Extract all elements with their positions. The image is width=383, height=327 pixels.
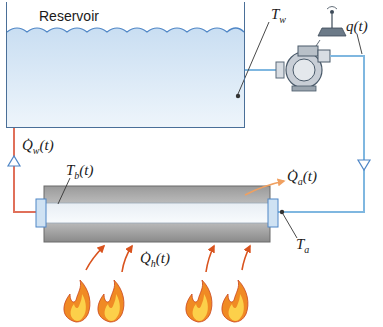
flame-outer: [64, 280, 90, 322]
temperature-label: Ta: [296, 236, 309, 253]
sensor-dot: [236, 94, 240, 98]
heated-pipe: [36, 186, 278, 242]
flame-outer: [222, 280, 248, 322]
leader-line: [238, 22, 269, 94]
flame: [222, 280, 248, 322]
heat-loss-arrow: [245, 181, 284, 195]
temperature-label: Tw: [271, 6, 286, 23]
water: [7, 28, 244, 127]
flame: [98, 280, 124, 322]
flame-inner: [229, 294, 244, 321]
pump-symbol: [276, 46, 330, 91]
water-surface: [7, 28, 244, 32]
heat-flow-label: Q̇h(t): [140, 250, 170, 267]
flame-inner: [193, 294, 208, 321]
temperature-label: Tb(t): [66, 162, 94, 179]
flame-outer: [186, 280, 212, 322]
leader-line: [58, 178, 70, 204]
flame: [64, 280, 90, 322]
flow-label: q(t): [346, 18, 368, 35]
flame-inner: [71, 294, 86, 321]
wireless-controller-icon: [316, 7, 346, 47]
reservoir-tank: Reservoir: [6, 2, 245, 128]
flow-marker: [8, 156, 20, 166]
sensor-dot: [280, 210, 284, 214]
heat-flow-label: Q̇a(t): [287, 168, 317, 185]
leader-line: [283, 214, 297, 238]
leader-line: [357, 34, 362, 54]
flame-outer: [98, 280, 124, 322]
heat-flow-label: Q̇w(t): [22, 137, 54, 154]
flame-symbols: [64, 280, 248, 322]
flame: [186, 280, 212, 322]
return-pipe: [14, 128, 36, 212]
delivery-pipe: [276, 56, 364, 212]
tank-label: Reservoir: [39, 8, 244, 24]
check-valve: [358, 160, 370, 170]
heat-input-arrows: [86, 246, 250, 272]
flame-inner: [105, 294, 120, 321]
